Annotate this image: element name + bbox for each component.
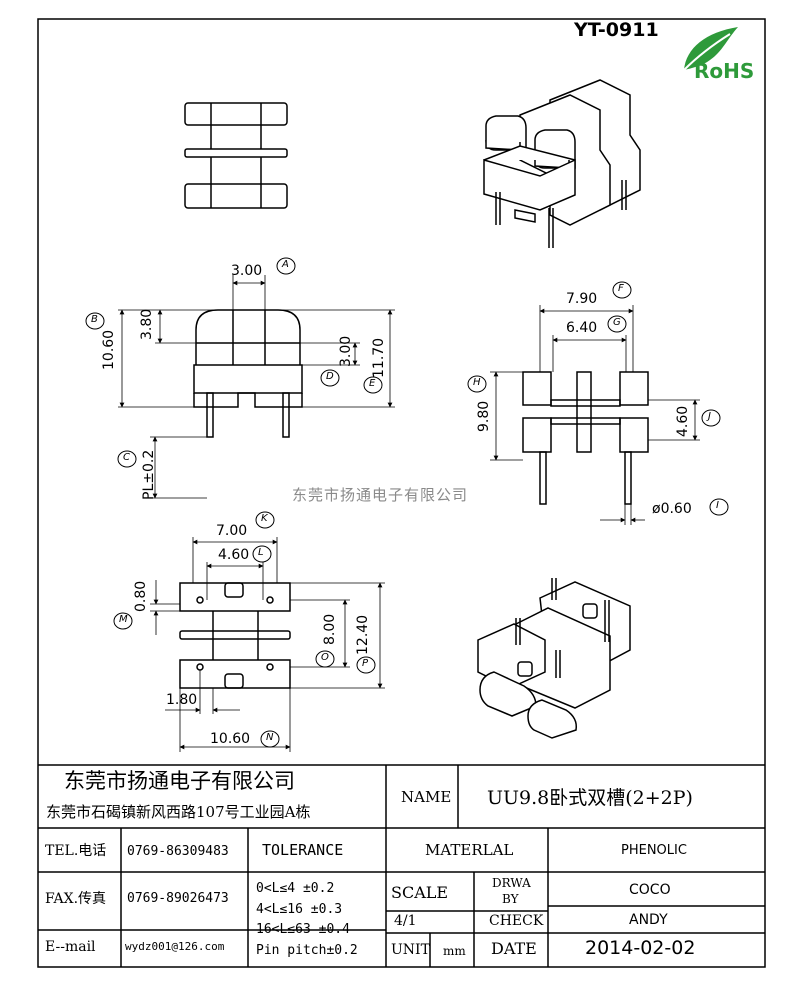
- balloon-O: O: [321, 652, 329, 663]
- check-label: CHECK: [489, 913, 544, 929]
- rohs-logo: RoHS: [683, 27, 754, 83]
- dim-N2-value: 1.80: [166, 692, 198, 708]
- balloon-L: L: [258, 547, 264, 558]
- scale-label: SCALE: [391, 883, 449, 902]
- isometric-view-top: [483, 79, 641, 248]
- isometric-view-bottom: [477, 578, 631, 739]
- sheet-border: [37, 18, 766, 968]
- balloon-C: C: [123, 452, 130, 463]
- company-name: 东莞市扬通电子有限公司: [64, 769, 295, 793]
- tolerance-row-4: Pin pitch±0.2: [256, 943, 358, 958]
- tolerance-row-2: 4<L≤16 ±0.3: [256, 902, 343, 917]
- dim-C-value: PL±0.2: [141, 449, 157, 500]
- dim-E-value: 11.70: [371, 337, 387, 378]
- title-block-grid: [38, 764, 765, 967]
- dimension-balloons: [85, 257, 729, 748]
- tel-value: 0769-86309483: [127, 844, 229, 859]
- drawing-number: YT-0911: [573, 19, 659, 41]
- fax-label: FAX.传真: [45, 891, 107, 907]
- tolerance-row-3: 16<L≤63 ±0.4: [256, 922, 350, 937]
- dim-B-value: 3.80: [139, 308, 155, 340]
- tolerance-label: TOLERANCE: [262, 841, 344, 859]
- balloon-K: K: [261, 513, 268, 524]
- dim-H-value: 9.80: [476, 400, 492, 432]
- drawn-by-label-1: DRWA: [492, 876, 531, 890]
- dim-B2-value: 10.60: [101, 329, 117, 370]
- date-label: DATE: [491, 939, 537, 958]
- balloon-P: P: [362, 658, 369, 669]
- fax-value: 0769-89026473: [127, 891, 229, 906]
- unit-label: UNIT: [391, 942, 430, 958]
- balloon-F: F: [618, 283, 624, 294]
- top-view: [184, 102, 288, 209]
- dim-K-value: 7.00: [216, 523, 248, 539]
- front-view-dimensions: [118, 275, 395, 499]
- bottom-view: [179, 582, 291, 689]
- dim-A-value: 3.00: [231, 263, 263, 279]
- balloon-G: G: [613, 317, 621, 328]
- dim-F-value: 7.90: [566, 291, 598, 307]
- side-view-dimensions: [490, 305, 700, 525]
- email-value: wydz001@126.com: [125, 940, 225, 953]
- dim-P-value: 12.40: [355, 614, 371, 655]
- watermark: 东莞市扬通电子有限公司: [292, 486, 469, 504]
- drawn-by-value: COCO: [629, 882, 671, 898]
- balloon-J: J: [708, 411, 711, 422]
- balloon-H: H: [473, 377, 481, 388]
- dim-M-value: 0.80: [133, 580, 149, 612]
- material-label: MATERLAL: [425, 841, 514, 859]
- balloon-D: D: [326, 371, 334, 382]
- tel-label: TEL.电话: [45, 843, 107, 859]
- dim-G-value: 6.40: [566, 320, 598, 336]
- name-label: NAME: [401, 788, 452, 806]
- tolerance-row-1: 0<L≤4 ±0.2: [256, 881, 335, 896]
- company-address: 东莞市石碣镇新风西路107号工业园A栋: [46, 803, 311, 821]
- front-view: [193, 309, 303, 438]
- check-value: ANDY: [629, 912, 668, 928]
- dim-N-value: 10.60: [210, 731, 251, 747]
- email-label: E--mail: [45, 939, 96, 955]
- balloon-E: E: [369, 378, 376, 389]
- rohs-label: RoHS: [694, 59, 754, 83]
- dim-O-value: 8.00: [322, 613, 338, 645]
- balloon-N: N: [266, 732, 274, 743]
- scale-value: 4/1: [394, 913, 417, 929]
- dim-D-value: 3.00: [338, 335, 354, 367]
- unit-value: mm: [443, 944, 466, 958]
- bottom-view-dimensions: [150, 537, 385, 752]
- balloon-I: I: [716, 500, 719, 511]
- balloon-B: B: [91, 314, 98, 325]
- dim-L-value: 4.60: [218, 547, 250, 563]
- side-view: [522, 371, 649, 505]
- material-value: PHENOLIC: [621, 843, 687, 858]
- dim-I-value: ø0.60: [652, 501, 692, 517]
- balloon-M: M: [119, 614, 128, 625]
- part-name: UU9.8卧式双槽(2+2P): [487, 787, 693, 809]
- drawn-by-label-2: BY: [502, 892, 519, 906]
- balloon-A: A: [282, 259, 289, 270]
- dim-J-value: 4.60: [675, 405, 691, 437]
- date-value: 2014-02-02: [585, 937, 696, 959]
